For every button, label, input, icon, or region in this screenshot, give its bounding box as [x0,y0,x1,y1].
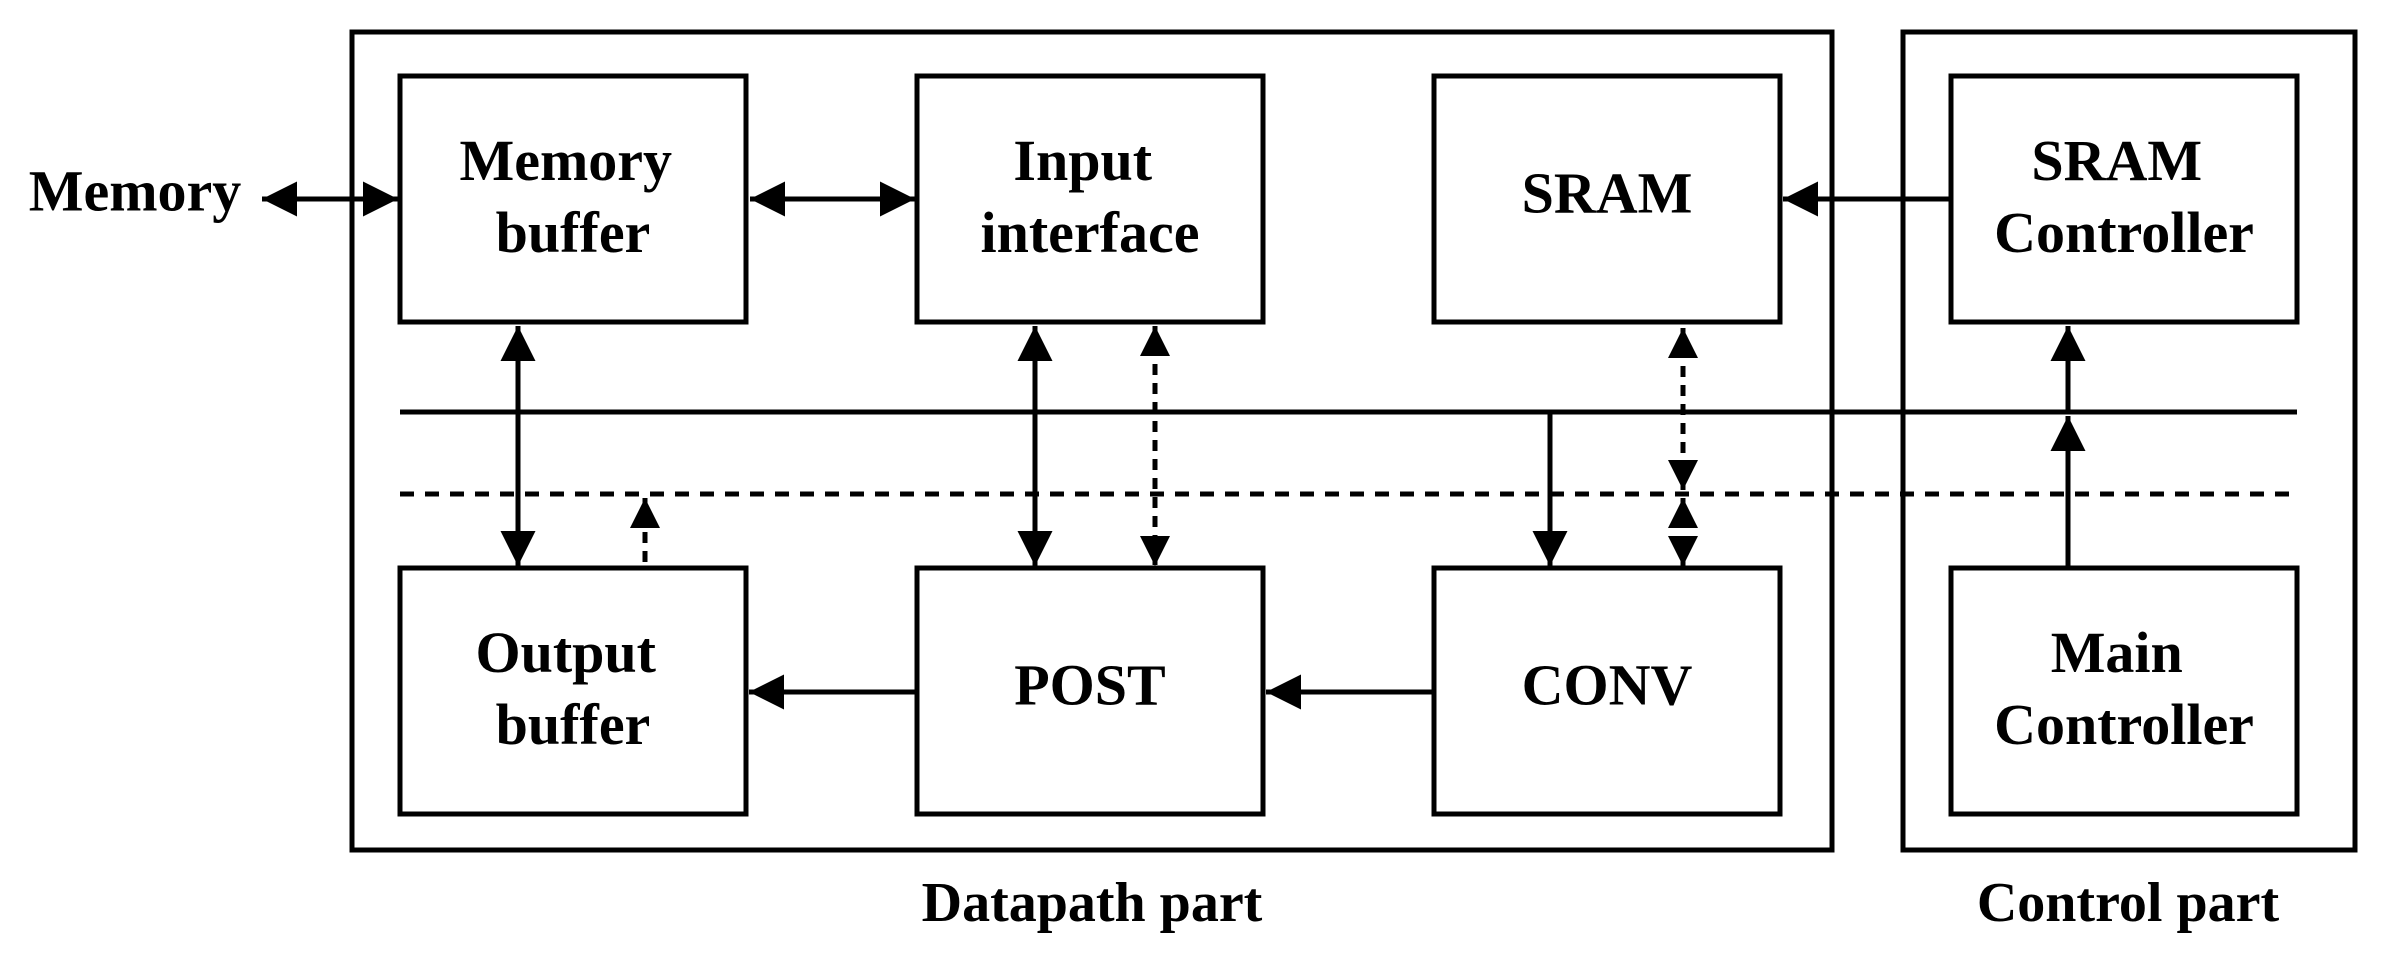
output-buffer-label: Output buffer [475,620,670,757]
conv-label: CONV [1522,652,1693,717]
output-buffer-block [397,565,749,817]
control-part-caption: Control part [1977,872,2280,934]
post-label: POST [1014,652,1166,717]
main-controller-block [1948,565,2300,817]
memory-buffer-block [397,73,749,325]
sram-controller-block [1948,73,2300,325]
sram-label: SRAM [1522,160,1693,225]
input-interface-block [914,73,1266,325]
control-part-frame [1900,29,2358,853]
memory-label: Memory [29,158,242,223]
memory-buffer-label: Memory buffer [459,128,686,265]
datapath-part-caption: Datapath part [922,872,1263,934]
datapath-part-frame [349,29,1835,853]
sram-controller-label: SRAM Controller [1994,128,2254,265]
input-interface-label: Input interface [981,128,1200,265]
sram-block [1431,73,1783,325]
main-controller-label: Main Controller [1994,620,2254,757]
